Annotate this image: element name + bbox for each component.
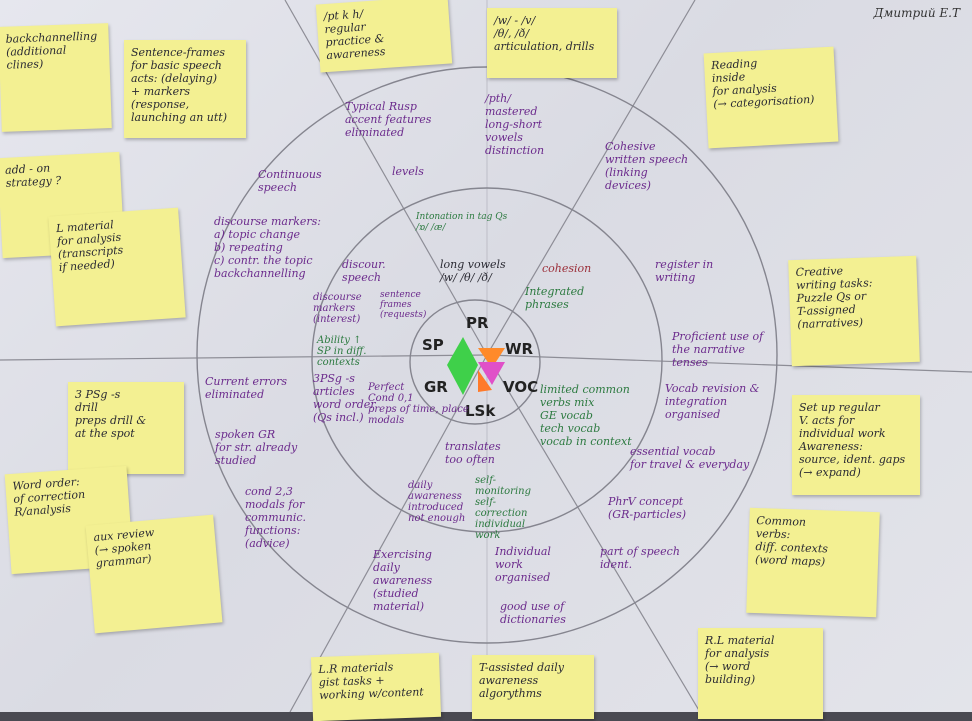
inner-text: cohesion — [542, 262, 592, 275]
inner-text: sentence frames (requests) — [380, 290, 427, 320]
sticky-note: Sentence-frames for basic speech acts: (… — [124, 40, 246, 138]
outer-text: PhrV concept (GR-particles) — [608, 495, 686, 521]
inner-text: 3PSg -s articles word order (Qs incl.) — [313, 372, 376, 424]
sticky-note: L material for analysis (transcripts if … — [48, 207, 186, 327]
inner-text: Intonation in tag Qs /ɒ/ /æ/ — [416, 212, 508, 233]
outer-text: levels — [392, 165, 424, 178]
inner-text: discour. speech — [342, 258, 386, 284]
sticky-note: Creative writing tasks: Puzzle Qs or T-a… — [788, 255, 920, 367]
core-label-lsk: LSk — [465, 402, 496, 420]
spoke-line — [0, 354, 488, 361]
outer-text: Continuous speech — [258, 168, 322, 194]
sticky-note: backchannelling (additional clines) — [0, 23, 112, 132]
outer-text: spoken GR for str. already studied — [215, 428, 298, 467]
sticky-note: 3 PSg -s drill preps drill & at the spot — [68, 382, 184, 474]
sticky-note: Reading inside for analysis (→ categoris… — [703, 46, 839, 149]
outer-text: Cohesive written speech (linking devices… — [605, 140, 689, 192]
sticky-note: /pt k h/ regular practice & awareness — [315, 0, 453, 73]
sticky-note: L.R materials gist tasks + working w/con… — [310, 652, 442, 721]
inner-text: translates too often — [445, 440, 501, 466]
inner-ring — [409, 299, 541, 425]
outer-text: /pth/ mastered long-short vowels distinc… — [485, 92, 545, 157]
sticky-note: Set up regular V. acts for individual wo… — [792, 395, 920, 495]
core-label-gr: GR — [424, 378, 448, 396]
star-orange-shape-2 — [478, 370, 492, 392]
inner-text: self- monitoring self- correction indivi… — [475, 475, 532, 541]
inner-text: long vowels /w/ /θ/ /ð/ — [440, 258, 506, 284]
outer-text: Proficient use of the narrative tenses — [672, 330, 764, 369]
outer-text: Current errors eliminated — [205, 375, 288, 401]
inner-text: daily awareness introduced not enough — [408, 480, 466, 524]
core-label-pr: PR — [466, 314, 489, 332]
spoke-line — [486, 0, 696, 356]
outer-text: part of speech ident. — [600, 545, 680, 571]
sticky-note: Common verbs: diff. contexts (word maps) — [746, 507, 880, 618]
outer-text: cond 2,3 modals for communic. functions:… — [245, 485, 306, 550]
outer-text: Vocab revision & integration organised — [665, 382, 760, 421]
inner-text: discourse markers (interest) — [313, 292, 362, 325]
spoke-line — [486, 354, 972, 373]
sticky-note: T-assisted daily awareness algorythms — [472, 655, 594, 719]
core-label-voc: VOC — [503, 378, 539, 396]
star-pink-shape — [478, 362, 505, 385]
outer-text: Exercising daily awareness (studied mate… — [373, 548, 433, 613]
outer-text: essential vocab for travel & everyday — [630, 445, 750, 471]
center-star — [447, 337, 505, 395]
outer-text: Individual work organised — [495, 545, 551, 584]
outer-text: Typical Rusp accent features eliminated — [345, 100, 432, 139]
star-green-shape — [447, 337, 478, 395]
sticky-note: /w/ - /v/ /θ/, /ð/ articulation, drills — [487, 8, 617, 78]
outer-text: good use of dictionaries — [500, 600, 566, 626]
star-orange-shape — [478, 348, 505, 368]
sticky-note: R.L material for analysis (→ word buildi… — [698, 628, 823, 719]
core-label-wr: WR — [505, 340, 534, 358]
inner-text: Integrated phrases — [525, 285, 585, 311]
sticky-note: aux review (→ spoken grammar) — [85, 514, 223, 634]
middle-ring — [311, 187, 663, 533]
outer-text: discourse markers: a) topic change b) re… — [214, 215, 322, 280]
outer-text: register in writing — [655, 258, 714, 284]
core-label-sp: SP — [422, 336, 444, 354]
inner-text: limited common verbs mix GE vocab tech v… — [540, 383, 632, 448]
inner-text: Perfect Cond 0,1 preps of time, place mo… — [368, 382, 469, 426]
spoke-line — [486, 354, 701, 712]
inner-text: Ability ↑ SP in diff. contexts — [317, 335, 367, 368]
spoke-line — [289, 354, 488, 712]
author-signature: Дмитрий Е.Т — [873, 6, 960, 20]
